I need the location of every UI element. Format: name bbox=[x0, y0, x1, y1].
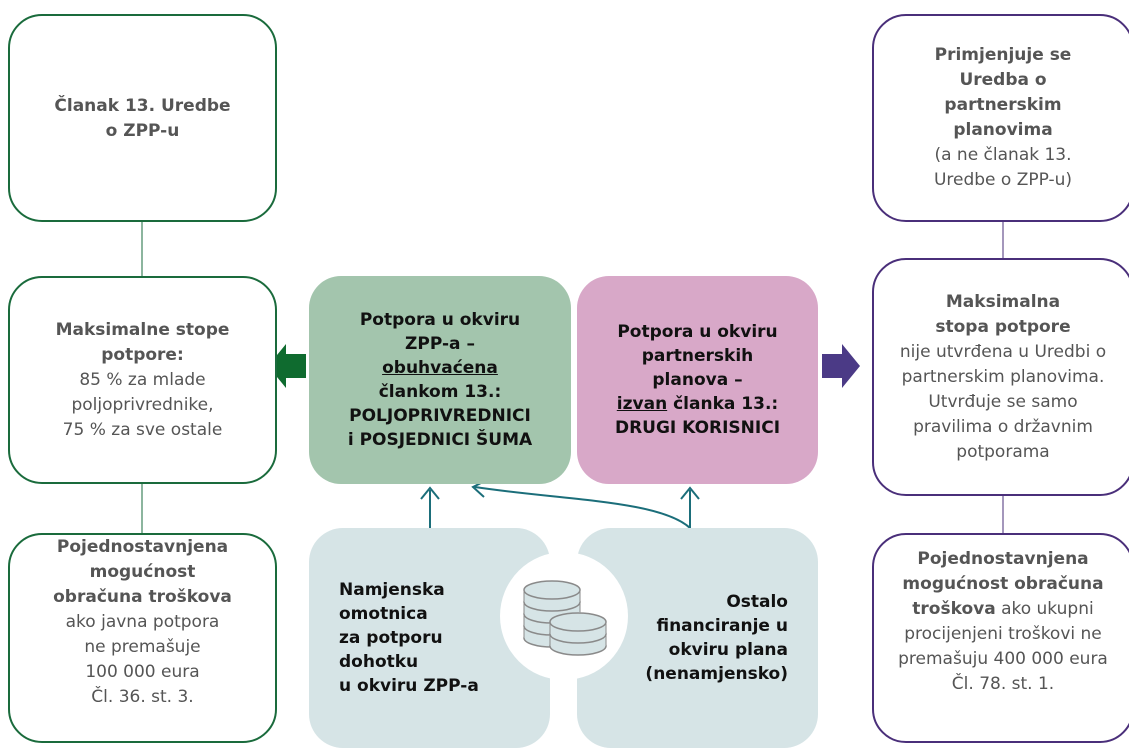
max-rate-right-title1: Maksimalna bbox=[945, 291, 1061, 312]
max-rates-title1: Maksimalne stope bbox=[55, 319, 230, 340]
dedicated-envelope-box: Namjenska omotnica za potporu dohotku u … bbox=[309, 528, 550, 748]
arrow-left-icon bbox=[268, 344, 306, 388]
max-rates-line3: 75 % za sve ostale bbox=[62, 419, 223, 440]
envelope-line2: omotnica bbox=[339, 604, 428, 624]
regulation-title2: Uredba o bbox=[959, 70, 1047, 90]
simplified-cost-right-box: Pojednostavnjena mogućnost obračuna troš… bbox=[872, 533, 1129, 743]
partner-line1: Potpora u okviru bbox=[617, 322, 778, 342]
simplified-cost-left-box: Pojednostavnjena mogućnost obračuna troš… bbox=[8, 533, 277, 743]
simplified-right-line4: Čl. 78. st. 1. bbox=[951, 674, 1055, 694]
max-rate-right-line5: potporama bbox=[956, 441, 1050, 462]
simplified-left-title1: Pojednostavnjena bbox=[56, 537, 229, 557]
connector-lines bbox=[141, 222, 1004, 533]
coins-icon bbox=[523, 580, 607, 656]
simplified-right-line1: ako ukupni bbox=[995, 599, 1094, 619]
simplified-left-title3: obračuna troškova bbox=[53, 587, 232, 607]
simplified-right-title2: mogućnost obračuna bbox=[902, 574, 1104, 594]
regulation-line1: (a ne članak 13. bbox=[934, 145, 1072, 165]
max-rate-right-title2: stopa potpore bbox=[935, 316, 1071, 337]
partner-line2: partnerskih bbox=[641, 346, 754, 366]
arrow-up-right-icon bbox=[680, 486, 700, 528]
article-13-line2: o ZPP-u bbox=[105, 121, 180, 141]
other-line1: Ostalo bbox=[726, 592, 788, 612]
regulation-title3: partnerskim bbox=[944, 95, 1062, 115]
simplified-right-title3: troškova bbox=[912, 599, 996, 619]
article-13-box: Članak 13. Uredbe o ZPP-u bbox=[8, 14, 277, 222]
cap-support-box: Potpora u okviru ZPP-a – obuhvaćena član… bbox=[309, 276, 571, 484]
regulation-title1: Primjenjuje se bbox=[934, 45, 1072, 65]
arrow-curve-icon bbox=[471, 479, 691, 529]
envelope-line5: u okviru ZPP-a bbox=[339, 676, 479, 696]
partner-line4: izvan članka 13.: bbox=[617, 392, 778, 416]
partner-line5: DRUGI KORISNICI bbox=[614, 418, 781, 438]
article-13-line1: Članak 13. Uredbe bbox=[54, 96, 231, 116]
simplified-left-line3: 100 000 eura bbox=[85, 662, 200, 682]
other-line4: (nenamjensko) bbox=[645, 664, 788, 684]
simplified-left-line4: Čl. 36. st. 3. bbox=[91, 687, 194, 707]
partnership-regulation-box: Primjenjuje se Uredba o partnerskim plan… bbox=[872, 14, 1129, 222]
simplified-right-line2: procijenjeni troškovi ne bbox=[904, 624, 1102, 644]
max-rates-line2: poljoprivrednike, bbox=[71, 394, 214, 415]
envelope-line3: za potporu bbox=[339, 628, 443, 648]
simplified-right-line0: troškova ako ukupni bbox=[912, 597, 1093, 622]
partner-line4-rest: članka 13.: bbox=[667, 394, 779, 414]
cap-line1: Potpora u okviru bbox=[359, 310, 521, 330]
simplified-right-title1: Pojednostavnjena bbox=[917, 549, 1089, 569]
max-rate-right-line3: Utvrđuje se samo bbox=[928, 391, 1078, 412]
arrow-right-icon bbox=[822, 344, 860, 388]
simplified-left-line1: ako javna potpora bbox=[65, 612, 220, 632]
cap-line5: POLJOPRIVREDNICI bbox=[349, 406, 531, 426]
partner-line4-underlined: izvan bbox=[616, 394, 668, 414]
regulation-title4: planovima bbox=[953, 120, 1053, 140]
other-line2: financiranje u bbox=[656, 616, 788, 636]
simplified-right-line3: premašuju 400 000 eura bbox=[898, 649, 1108, 669]
partnership-support-box: Potpora u okviru partnerskih planova – i… bbox=[577, 276, 818, 484]
max-rate-right-box: Maksimalna stopa potpore nije utvrđena u… bbox=[872, 258, 1129, 496]
partner-line3: planova – bbox=[652, 370, 743, 390]
max-rate-right-line4: pravilima o državnim bbox=[913, 416, 1093, 437]
other-line3: okviru plana bbox=[668, 640, 788, 660]
regulation-line2: Uredbe o ZPP-u) bbox=[933, 170, 1073, 190]
cap-line2: ZPP-a – bbox=[405, 334, 475, 354]
envelope-line1: Namjenska bbox=[339, 580, 445, 600]
max-rates-title2: potpore: bbox=[101, 344, 184, 365]
max-rate-right-line1: nije utvrđena u Uredbi o bbox=[899, 341, 1107, 362]
max-rates-box: Maksimalne stope potpore: 85 % za mlade … bbox=[8, 276, 277, 484]
cap-line4: člankom 13.: bbox=[378, 382, 502, 402]
max-rate-right-line2: partnerskim planovima. bbox=[901, 366, 1105, 387]
cap-line6: i POSJEDNICI ŠUMA bbox=[347, 430, 533, 450]
cap-line3: obuhvaćena bbox=[382, 358, 498, 378]
envelope-line4: dohotku bbox=[339, 652, 419, 672]
arrow-up-left-icon bbox=[420, 486, 440, 528]
max-rates-line1: 85 % za mlade bbox=[79, 369, 206, 390]
simplified-left-title2: mogućnost bbox=[89, 562, 196, 582]
simplified-left-line2: ne premašuje bbox=[84, 637, 201, 657]
